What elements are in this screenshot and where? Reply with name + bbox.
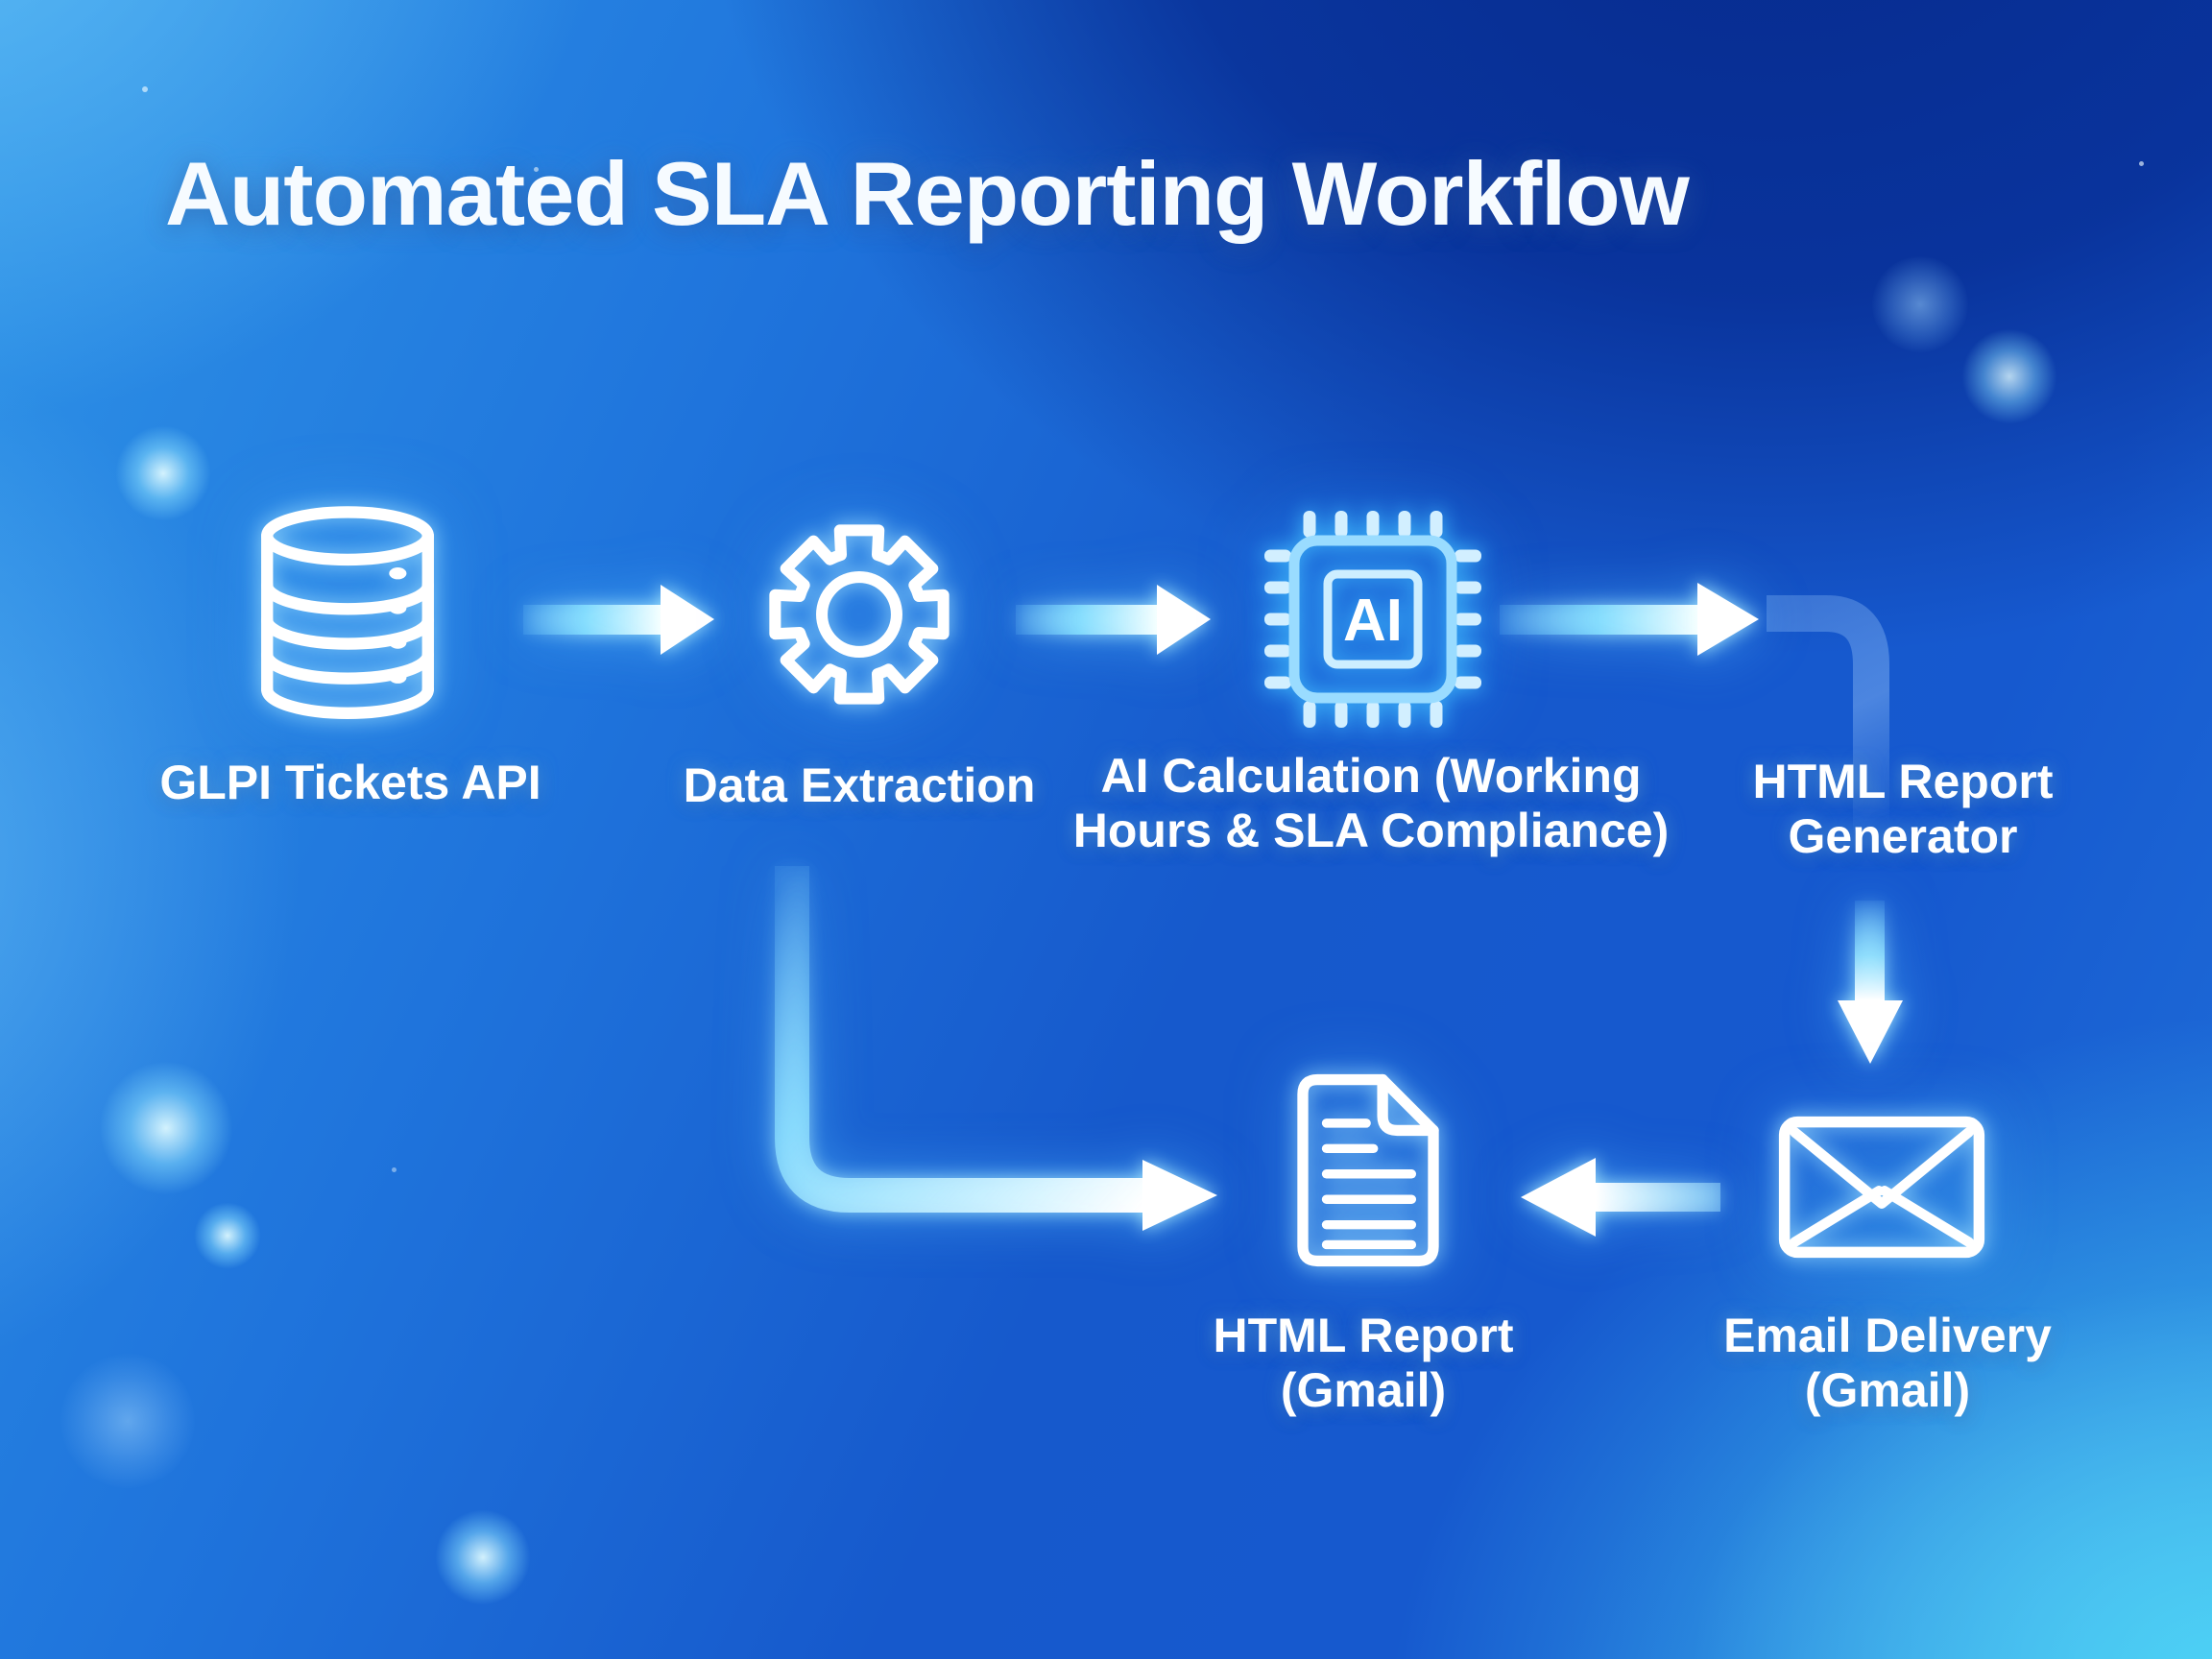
document-icon xyxy=(1286,1064,1450,1277)
arrow-extraction-to-report xyxy=(775,866,1217,1231)
label-line: (Gmail) xyxy=(1804,1363,1971,1417)
star-speck xyxy=(392,1167,397,1172)
label-line: Data Extraction xyxy=(683,758,1036,812)
label-line: (Gmail) xyxy=(1280,1363,1447,1417)
label-line: AI Calculation (Working xyxy=(1100,749,1642,803)
page-title: Automated SLA Reporting Workflow xyxy=(165,143,1690,244)
node-label-generator: HTML Report Generator xyxy=(1753,755,2054,864)
star-speck xyxy=(2139,161,2144,166)
arrow-glpi-to-extraction xyxy=(523,585,714,655)
envelope-icon xyxy=(1776,1114,1987,1261)
label-line: Generator xyxy=(1788,809,2018,863)
label-line: HTML Report xyxy=(1752,755,2054,808)
arrow-email-to-report xyxy=(1521,1158,1720,1237)
label-line: GLPI Tickets API xyxy=(159,756,541,809)
node-label-report: HTML Report (Gmail) xyxy=(1214,1309,1514,1418)
node-label-glpi: GLPI Tickets API xyxy=(159,756,541,810)
label-line: Email Delivery xyxy=(1723,1309,2052,1362)
label-line: Hours & SLA Compliance) xyxy=(1072,804,1670,857)
ai-chip-label: AI xyxy=(1343,588,1403,654)
node-label-ai: AI Calculation (Working Hours & SLA Comp… xyxy=(1073,749,1669,858)
arrow-ai-to-generator xyxy=(1500,583,1759,656)
database-icon xyxy=(252,501,444,730)
ai-chip-icon: AI xyxy=(1262,509,1483,730)
star-speck xyxy=(534,167,539,172)
node-label-email: Email Delivery (Gmail) xyxy=(1723,1309,2052,1418)
arrow-generator-to-email xyxy=(1838,901,1903,1064)
label-line: HTML Report xyxy=(1213,1309,1514,1362)
star-speck xyxy=(142,86,148,92)
gear-icon xyxy=(761,517,957,712)
arrow-extraction-to-ai xyxy=(1016,585,1211,655)
node-label-extraction: Data Extraction xyxy=(684,758,1036,813)
connector-generator-to-email xyxy=(1767,595,1889,833)
